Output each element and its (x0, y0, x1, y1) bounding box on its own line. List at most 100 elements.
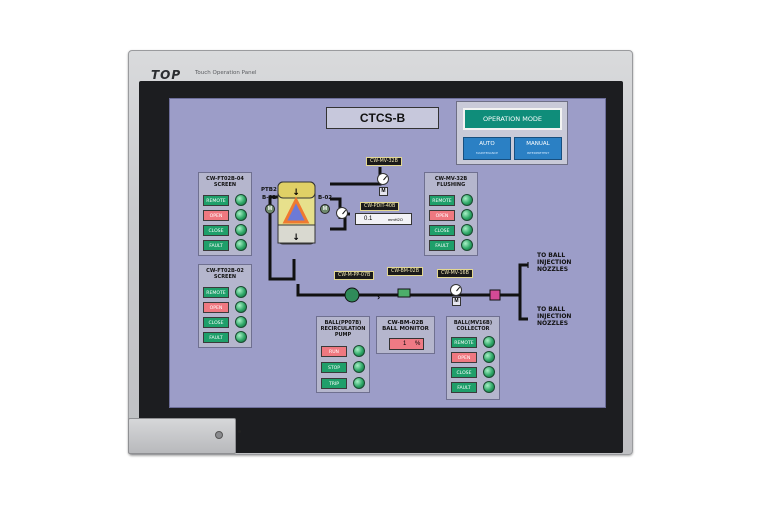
svg-text:›: › (377, 293, 380, 302)
pdit-unit: mmH2O (388, 217, 403, 222)
run-button[interactable]: RUN (321, 346, 347, 357)
fault-button[interactable]: FAULT (429, 240, 455, 251)
remote-button[interactable]: REMOTE (429, 195, 455, 206)
ball-monitor-unit: % (415, 341, 421, 347)
brand-subtitle: Touch Operation Panel (195, 70, 257, 76)
panel-title-line2: BALL MONITOR (382, 326, 429, 332)
manual-mode-button[interactable]: MANUAL INTERPRETENT (514, 137, 562, 160)
panel-title-line2: FLUSHING (436, 182, 466, 188)
panel-title-line2: SCREEN (213, 274, 237, 280)
b01-label: B-01 (262, 195, 277, 201)
status-lamp-icon (461, 224, 473, 236)
close-button[interactable]: CLOSE (203, 225, 229, 236)
fault-button[interactable]: FAULT (203, 240, 229, 251)
close-button[interactable]: CLOSE (451, 367, 477, 378)
status-lamp-icon (461, 239, 473, 251)
screen-valve-panel-2: CW-FT02B-02 SCREEN REMOTE OPEN CLOSE FAU… (198, 264, 252, 348)
panel-title-line1: CW-FT02B-04 (206, 176, 244, 182)
status-lamp-icon (461, 194, 473, 206)
recirculation-pump-panel: BALL(PP07B) RECIRCULATION PUMP RUN STOP … (316, 316, 370, 393)
ball-monitor-panel: CW-BM-02B BALL MONITOR 1 % (376, 316, 435, 354)
close-button[interactable]: CLOSE (203, 317, 229, 328)
trip-button[interactable]: TRIP (321, 378, 347, 389)
valve-gauge-icon[interactable] (377, 173, 389, 185)
fault-button[interactable]: FAULT (203, 332, 229, 343)
open-button[interactable]: OPEN (203, 210, 229, 221)
screen-valve-panel-1: CW-FT02B-04 SCREEN REMOTE OPEN CLOSE FAU… (198, 172, 252, 256)
flushing-valve-panel: CW-MV-32B FLUSHING REMOTE OPEN CLOSE FAU… (424, 172, 478, 256)
panel-title-line1: CW-FT02B-02 (206, 268, 244, 274)
status-lamp-icon (235, 301, 247, 313)
panel-title: CW-BM-02B BALL MONITOR (377, 320, 434, 332)
dest-top-line2: INJECTION (537, 259, 572, 266)
ball-collector-panel: BALL(MV16B) COLLECTOR REMOTE OPEN CLOSE … (446, 316, 500, 400)
status-lamp-icon (235, 316, 247, 328)
destination-bottom: TO BALL INJECTION NOZZLES (537, 306, 571, 327)
tag-mv32b: CW-MV-32B (366, 157, 402, 166)
status-lamp-icon (483, 366, 495, 378)
operation-mode-header: OPERATION MODE (463, 108, 562, 130)
page-title: CTCS-B (326, 107, 439, 129)
fault-button[interactable]: FAULT (451, 382, 477, 393)
open-button[interactable]: OPEN (429, 210, 455, 221)
usb-cover[interactable] (128, 418, 236, 454)
pdit-value: 0.1 (364, 216, 373, 222)
status-lamp-icon (235, 331, 247, 343)
panel-title-line2: COLLECTOR (456, 326, 490, 332)
open-button[interactable]: OPEN (203, 302, 229, 313)
tag-pdit: CW-PDIT-40B (360, 202, 400, 211)
auto-mode-button[interactable]: AUTO MAINTENANCE (463, 137, 511, 160)
valve-mv16b-m-icon: M (452, 297, 461, 306)
status-led (238, 430, 241, 433)
auto-label: AUTO (479, 141, 495, 147)
panel-title-line2: RECIRCULATION (320, 326, 366, 332)
manual-sub: INTERPRETENT (526, 151, 550, 155)
operation-mode-panel: OPERATION MODE AUTO MAINTENANCE MANUAL I… (456, 101, 568, 165)
status-lamp-icon (235, 286, 247, 298)
dest-bottom-line1: TO BALL (537, 306, 566, 313)
ball-monitor-value: 1 (403, 341, 407, 347)
panel-title: BALL(MV16B) COLLECTOR (447, 320, 499, 332)
manual-label: MANUAL (526, 141, 550, 147)
valve-mv16b-icon[interactable] (450, 284, 462, 296)
ball-monitor-readout: 1 % (389, 338, 424, 350)
status-lamp-icon (483, 351, 495, 363)
status-lamp-icon (483, 336, 495, 348)
destination-top: TO BALL INJECTION NOZZLES (537, 252, 571, 273)
process-diagram: ↓ ↓ › (268, 167, 529, 321)
panel-title-line1: CW-MV-32B (434, 176, 468, 182)
auto-sub: MAINTENANCE (475, 151, 499, 155)
tag-mpp07b: CW-M-PP-07B (334, 271, 375, 280)
remote-button[interactable]: REMOTE (203, 287, 229, 298)
motor-b02-icon[interactable]: M (320, 204, 330, 214)
status-lamp-icon (235, 224, 247, 236)
status-lamp-icon (235, 209, 247, 221)
svg-text:↓: ↓ (292, 188, 300, 198)
status-lamp-icon (353, 377, 365, 389)
remote-button[interactable]: REMOTE (451, 337, 477, 348)
status-lamp-icon (461, 209, 473, 221)
tag-bm02b: CW-BM-02B (387, 267, 424, 276)
panel-title-line3: PUMP (334, 332, 352, 338)
status-lamp-icon (353, 345, 365, 357)
status-lamp-icon (353, 361, 365, 373)
pressure-gauge-icon[interactable] (336, 207, 348, 219)
screw-icon (215, 431, 223, 439)
panel-title-line1: BALL(PP07B) (324, 320, 362, 326)
remote-button[interactable]: REMOTE (203, 195, 229, 206)
status-lamp-icon (483, 381, 495, 393)
open-button[interactable]: OPEN (451, 352, 477, 363)
close-button[interactable]: CLOSE (429, 225, 455, 236)
tag-mv16b: CW-MV-16B (437, 269, 473, 278)
motor-b01-icon[interactable]: M (265, 204, 275, 214)
brand-logo: TOP (151, 68, 182, 82)
svg-text:↓: ↓ (292, 233, 300, 243)
pdit-readout: 0.1 mmH2O (355, 213, 412, 225)
dest-top-line3: NOZZLES (537, 266, 569, 273)
ptb2-label: PTB2 (261, 187, 277, 193)
dest-bottom-line3: NOZZLES (537, 320, 569, 327)
dest-top-line1: TO BALL (537, 252, 566, 259)
panel-title-line1: CW-BM-02B (387, 320, 424, 326)
stop-button[interactable]: STOP (321, 362, 347, 373)
panel-title-line1: BALL(MV16B) (453, 320, 493, 326)
